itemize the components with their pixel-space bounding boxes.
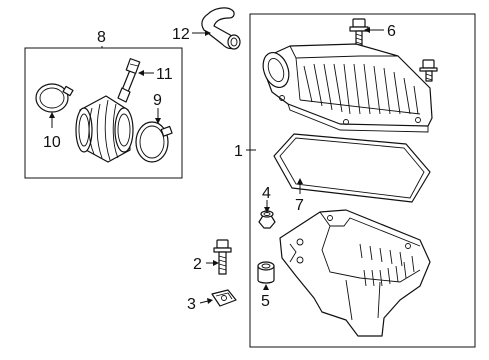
clip-nut-icon [211,289,237,307]
bolt-icon [213,239,232,275]
callout-2: 2 [193,256,202,273]
bolt-icon [349,18,369,46]
callout-6: 6 [387,23,396,40]
air-filter-element-icon [273,133,431,203]
bolt-icon [419,59,438,82]
callout-12: 12 [172,26,190,43]
callout-3: 3 [187,296,196,313]
callout-8: 8 [97,29,106,46]
hose-clamp-icon [135,121,173,163]
callout-11: 11 [156,66,173,83]
hose-clamp-icon [35,83,74,113]
air-temp-sensor-icon [117,58,141,103]
callout-9: 9 [153,92,162,109]
leader-lines [49,27,384,304]
assembly-1-frame [249,13,476,348]
vent-hose-icon [201,7,241,50]
callout-5: 5 [261,293,270,310]
air-cleaner-lid-icon [262,43,433,133]
callout-1: 1 [234,143,243,160]
assembly-8-frame [24,47,183,179]
callout-10: 10 [43,134,61,151]
insulator-icon [257,261,275,284]
callout-7: 7 [295,197,304,214]
callout-4: 4 [262,185,271,202]
grommet-icon [258,210,276,229]
intake-duct-assembly-icon [75,95,134,163]
air-cleaner-housing-icon [279,209,431,337]
